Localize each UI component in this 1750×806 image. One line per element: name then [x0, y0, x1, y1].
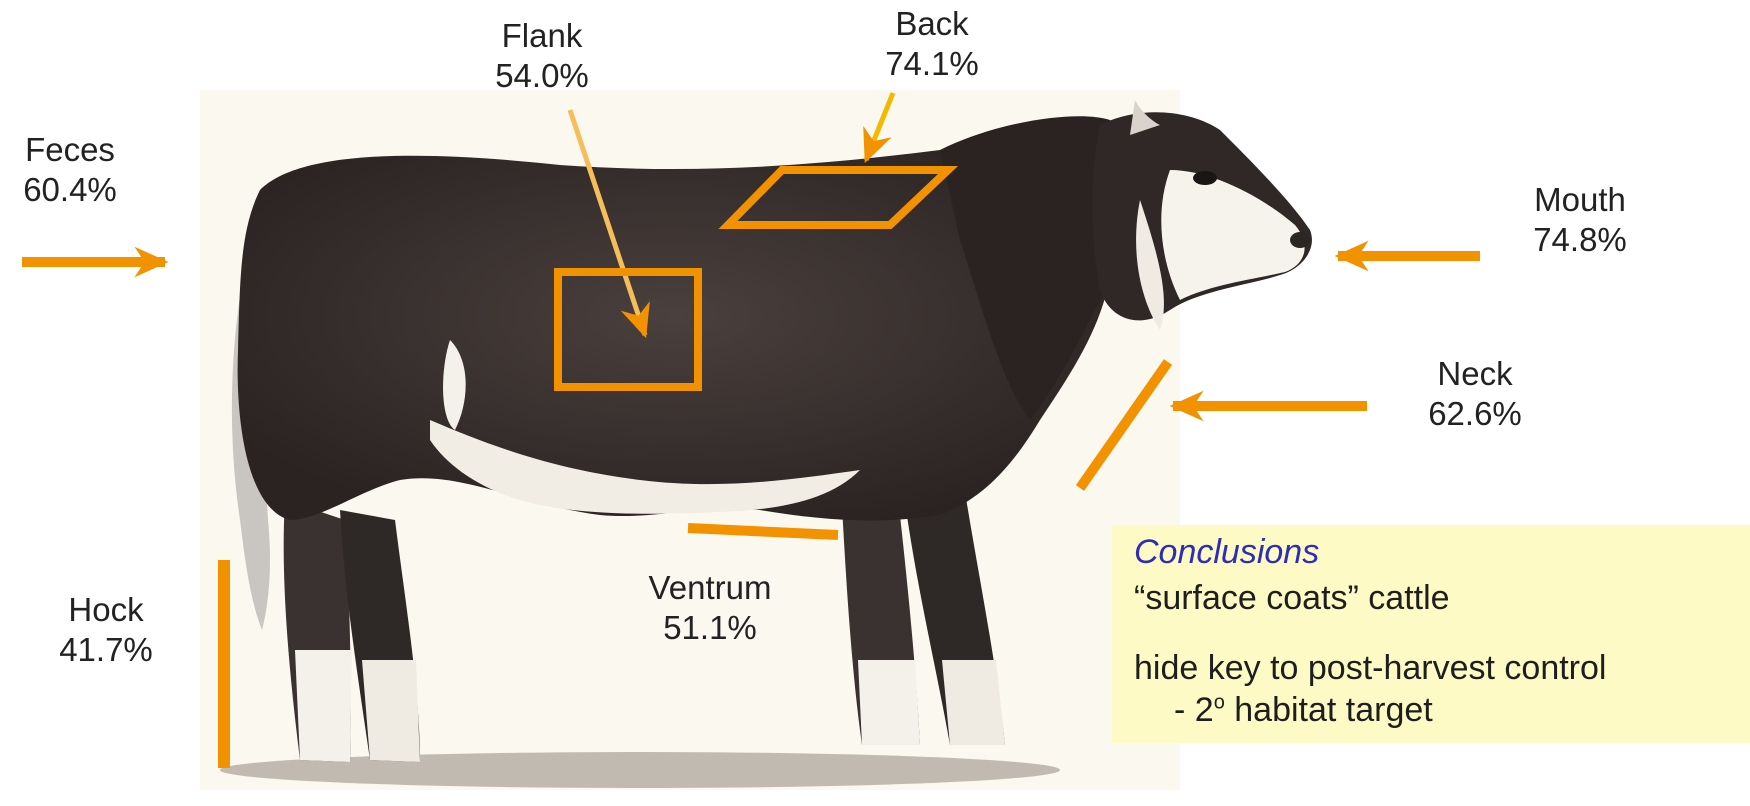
conclusions-line-1: “surface coats” cattle — [1134, 579, 1450, 618]
neck-label: Neck 62.6% — [1400, 354, 1550, 434]
conclusions-line-2: hide key to post-harvest control — [1134, 649, 1606, 688]
conclusions-line-3-sup: o — [1214, 692, 1225, 714]
conclusions-line-3: - 2o habitat target — [1174, 691, 1433, 730]
back-label: Back 74.1% — [862, 4, 1002, 84]
feces-name: Feces — [0, 130, 140, 170]
back-value: 74.1% — [862, 44, 1002, 84]
hock-name: Hock — [36, 590, 176, 630]
ventrum-label: Ventrum 51.1% — [620, 568, 800, 648]
mouth-value: 74.8% — [1505, 220, 1655, 260]
neck-name: Neck — [1400, 354, 1550, 394]
mouth-name: Mouth — [1505, 180, 1655, 220]
mouth-label: Mouth 74.8% — [1505, 180, 1655, 260]
feces-value: 60.4% — [0, 170, 140, 210]
neck-value: 62.6% — [1400, 394, 1550, 434]
back-name: Back — [862, 4, 1002, 44]
flank-label: Flank 54.0% — [472, 16, 612, 96]
flank-arrow — [570, 110, 645, 335]
ventrum-sample-bar — [688, 528, 838, 535]
flank-name: Flank — [472, 16, 612, 56]
neck-sample-bar — [1080, 362, 1168, 488]
conclusions-title: Conclusions — [1134, 533, 1319, 572]
conclusions-box: Conclusions “surface coats” cattle hide … — [1112, 525, 1750, 743]
back-arrow — [866, 93, 893, 160]
ventrum-value: 51.1% — [620, 608, 800, 648]
conclusions-line-3-prefix: - 2 — [1174, 691, 1214, 729]
feces-label: Feces 60.4% — [0, 130, 140, 210]
conclusions-line-3-suffix: habitat target — [1225, 691, 1433, 729]
ventrum-name: Ventrum — [620, 568, 800, 608]
flank-value: 54.0% — [472, 56, 612, 96]
back-sample-box — [728, 170, 948, 225]
hock-label: Hock 41.7% — [36, 590, 176, 670]
hock-value: 41.7% — [36, 630, 176, 670]
